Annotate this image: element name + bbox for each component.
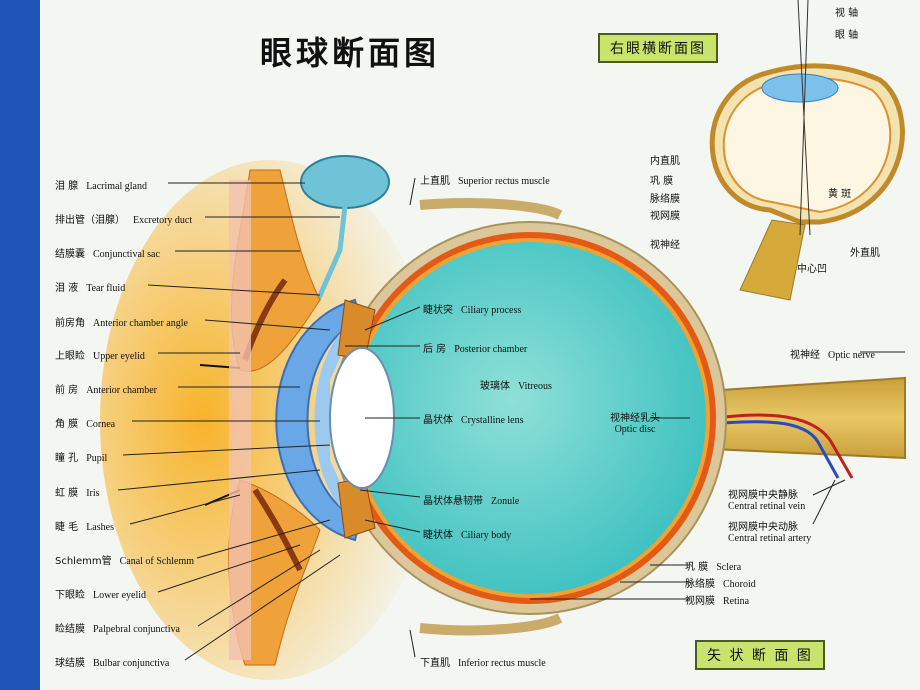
superior-rectus <box>419 198 563 220</box>
transverse-inset <box>709 0 905 301</box>
label-lateral-rectus: 外直肌 <box>850 248 880 259</box>
label-visual-axis: 视 轴 <box>835 8 859 19</box>
vitreous <box>354 242 706 594</box>
left-leader-lines <box>117 182 341 661</box>
lower-eyelid <box>228 479 321 666</box>
page-title: 眼球断面图 <box>260 34 441 72</box>
transverse-section-tag: 右眼横断面图 <box>598 33 718 63</box>
slide-sidebar <box>0 0 40 690</box>
eye-diagram-svg <box>100 0 906 680</box>
lacrimal-gland <box>300 155 390 209</box>
label-medial-rectus: 内直肌 <box>650 156 680 167</box>
label-inset-choroid: 脉络膜 <box>650 194 680 205</box>
cornea <box>275 298 362 542</box>
inset-optic-nerve <box>739 219 806 301</box>
sagittal-section-tag: 矢 状 断 面 图 <box>695 640 825 670</box>
inferior-rectus <box>419 613 563 636</box>
right-leader-lines <box>530 351 905 600</box>
label-excretory-duct: 排出管（泪腺）Excretory duct <box>55 215 193 226</box>
label-inset-retina: 视网膜 <box>650 211 680 222</box>
anterior-chamber <box>314 318 358 522</box>
label-ocular-axis: 眼 轴 <box>835 30 859 41</box>
label-inset-sclera: 巩 膜 <box>650 176 674 187</box>
inset-lens <box>761 73 839 103</box>
excretory-duct <box>315 205 348 302</box>
label-fovea: 中心凹 <box>797 264 827 275</box>
label-inset-optic-nerve: 视神经 <box>650 240 680 251</box>
center-leader-lines <box>345 177 690 658</box>
orbital-tissue <box>100 160 440 680</box>
label-macula: 黄 斑 <box>828 189 852 200</box>
